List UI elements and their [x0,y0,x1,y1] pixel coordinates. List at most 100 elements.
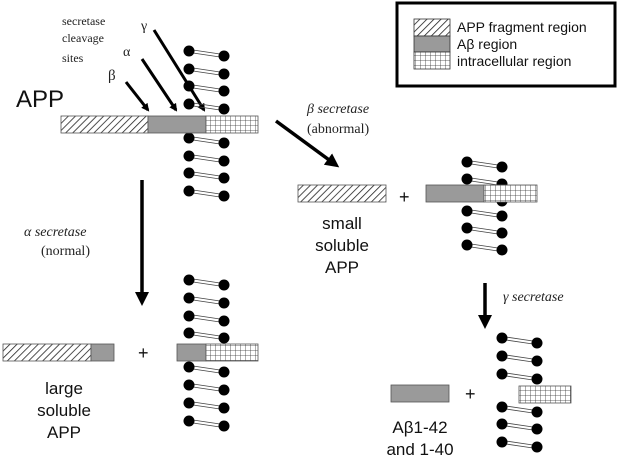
beta-site-label: β [108,68,116,84]
lipid-head [496,244,508,256]
lipid-tail [192,67,221,73]
cleavage-label-line1: secretase [62,14,105,28]
lipid-tail [192,84,221,90]
lipid-tail [505,375,534,381]
lipid-tail [192,192,221,198]
membrane-alpha-product [183,274,230,432]
cleavage-label-line3: sites [62,51,84,65]
lipid-molecule [183,45,230,62]
lipid-head [531,423,543,435]
lipid-head [218,50,230,62]
lipid-tail [192,368,221,374]
lipid-head [183,292,195,304]
normal-label: (normal) [41,244,90,259]
lipid-tail [470,229,499,235]
lipid-tail [192,299,221,305]
large-soluble-label-2: soluble [37,401,91,420]
c83-abeta-partial [176,343,207,362]
lipid-tail [470,246,499,252]
lipid-head [496,368,508,380]
lipid-tail [192,136,221,142]
lipid-head [183,63,195,75]
lipid-head [531,337,543,349]
small-soluble-app-bar [297,184,387,203]
membrane-gamma-product [496,332,543,453]
lipid-head [496,418,508,430]
lipid-tail [192,281,221,287]
lipid-tail [192,174,221,180]
alpha-site-label: α [123,45,131,60]
lipid-tail [192,157,221,163]
large-app-fragment-region [2,343,92,362]
lipid-head [218,190,230,202]
lipid-head [183,167,195,179]
abnormal-label: (abnormal) [307,122,370,137]
lipid-tail [192,419,221,425]
alpha-cleavage-arrow [140,58,178,112]
lipid-molecule [183,63,230,80]
lipid-head [218,68,230,80]
aicd-intracellular-bar [518,385,572,404]
lipid-molecule [183,132,230,149]
lipid-head [496,350,508,362]
lipid-head [496,227,508,239]
lipid-tail [192,317,221,323]
lipid-head [183,397,195,409]
abeta-region [147,115,207,134]
gamma-secretase-label: γ secretase [503,290,564,305]
membranes [183,45,543,453]
lipid-tail [470,243,499,249]
beta-cleavage-arrow [124,81,150,112]
legend-swatch-grid [413,51,451,70]
legend-label-app-fragment: APP fragment region [457,19,587,35]
lipid-head [218,297,230,309]
lipid-molecule [183,397,230,414]
lipid-tail [192,139,221,145]
lipid-head [218,279,230,291]
lipid-head [183,150,195,162]
lipid-tail [192,105,221,111]
small-soluble-label-3: APP [325,258,359,277]
lipid-molecule [183,361,230,378]
lipid-head [183,327,195,339]
plus-sign-2: + [138,343,149,363]
lipid-tail [192,171,221,177]
lipid-tail [192,49,221,55]
lipid-head [218,366,230,378]
lipid-tail [505,339,534,345]
lipid-molecule [183,292,230,309]
lipid-head [183,132,195,144]
lipid-molecule [496,368,543,385]
legend: APP fragment region Aβ region intracellu… [395,1,617,88]
full-app-protein [60,115,259,134]
legend-swatch-gray [413,35,451,53]
lipid-tail [505,405,534,411]
lipid-tail [505,425,534,431]
lipid-tail [192,365,221,371]
lipid-tail [505,408,534,414]
lipid-molecule [496,436,543,453]
lipid-tail [505,372,534,378]
lipid-tail [470,177,499,183]
legend-swatch-hatch [413,18,451,37]
beta-product-membrane-bound [425,184,538,203]
lipid-tail [192,154,221,160]
lipid-molecule [183,80,230,97]
lipid-molecule [461,156,508,173]
large-soluble-label-3: APP [47,423,81,442]
lipid-tail [192,422,221,428]
lipid-tail [470,163,499,169]
plus-sign-1: + [399,187,410,207]
c83-intracellular [205,343,259,362]
legend-label-abeta: Aβ region [457,36,517,52]
lipid-tail [505,357,534,363]
lipid-head [218,384,230,396]
lipid-tail [192,314,221,320]
beta-secretase-arrow [274,119,340,168]
lipid-head [218,172,230,184]
abeta-products-label-2: and 1-40 [386,440,453,459]
lipid-tail [192,386,221,392]
intracellular-region [205,115,259,134]
large-abeta-partial-region [90,343,115,362]
lipid-head [461,222,473,234]
